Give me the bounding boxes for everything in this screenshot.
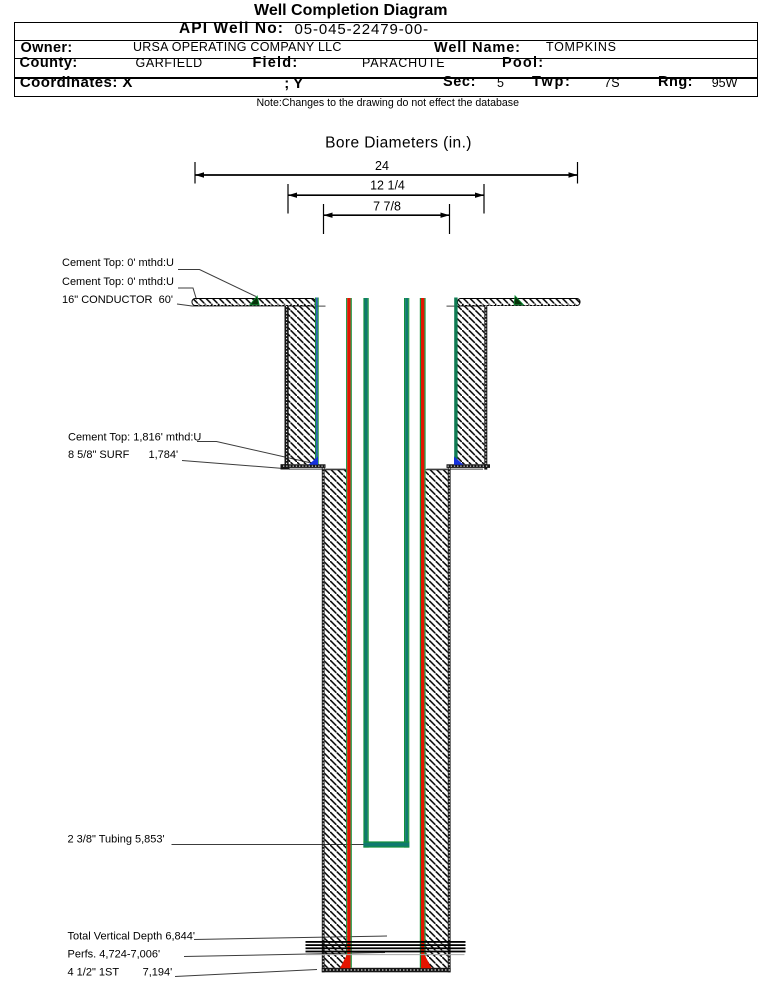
svg-text:Cement Top: 0' mthd:U: Cement Top: 0' mthd:U xyxy=(62,257,174,269)
svg-text:4 1/2" 1ST: 4 1/2" 1ST xyxy=(68,967,120,979)
svg-text:2 3/8" Tubing 5,853': 2 3/8" Tubing 5,853' xyxy=(68,834,165,846)
svg-text:7 7/8: 7 7/8 xyxy=(373,200,401,214)
svg-text:16" CONDUCTOR 60': 16" CONDUCTOR 60' xyxy=(62,294,173,306)
svg-text:24: 24 xyxy=(375,159,389,173)
svg-text:Cement Top: 0' mthd:U: Cement Top: 0' mthd:U xyxy=(62,276,174,288)
svg-text:Bore Diameters (in.): Bore Diameters (in.) xyxy=(325,135,472,152)
svg-text:7,194': 7,194' xyxy=(143,967,173,979)
svg-text:Perfs. 4,724-7,006': Perfs. 4,724-7,006' xyxy=(68,949,161,961)
svg-text:12 1/4: 12 1/4 xyxy=(370,179,405,193)
svg-text:Total Vertical Depth 6,844': Total Vertical Depth 6,844' xyxy=(68,931,195,943)
svg-text:1,784': 1,784' xyxy=(149,449,179,461)
svg-text:Cement Top: 1,816' mthd:U: Cement Top: 1,816' mthd:U xyxy=(68,432,201,444)
svg-text:8 5/8" SURF: 8 5/8" SURF xyxy=(68,449,130,461)
